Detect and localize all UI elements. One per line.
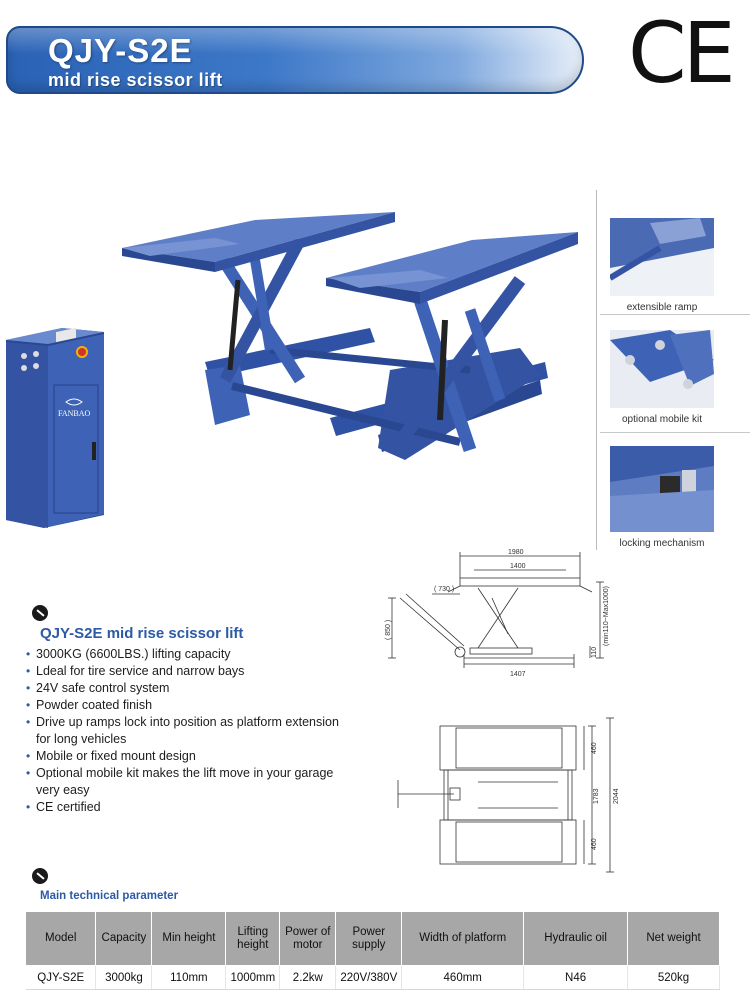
dim-min-height: 110: [591, 647, 598, 658]
table-cell: 1000mm: [225, 965, 281, 990]
detail-caption: optional mobile kit: [621, 414, 703, 425]
model-subtitle: mid rise scissor lift: [48, 70, 223, 90]
technical-parameter-table: Model Capacity Min height Lifting height…: [26, 911, 720, 990]
detail-column-divider: [596, 190, 597, 550]
column-header: Lifting height: [225, 911, 281, 966]
locking-mechanism-photo: [610, 446, 714, 532]
dim-platform-a: 460: [591, 742, 598, 754]
detail-caption: locking mechanism: [619, 538, 705, 549]
detail-locking-mechanism: locking mechanism: [600, 446, 748, 549]
features-title: QJY-S2E mid rise scissor lift: [40, 625, 244, 642]
info-icon: [32, 605, 48, 621]
dim-overall-width: 1980: [508, 549, 524, 556]
side-elevation-drawing: 1980 1400 ( 730 ) 1407 ( 850 ) (min110~M…: [385, 549, 610, 678]
model-title: QJY-S2E: [48, 32, 193, 69]
table-cell: 220V/380V: [335, 965, 403, 990]
table-cell: 460mm: [401, 965, 525, 990]
top-view-drawing: 460 460 1783 2044: [397, 717, 620, 873]
feature-list: 3000KG (6600LBS.) lifting capacity Ldeal…: [26, 646, 356, 816]
column-header: Min height: [151, 911, 227, 966]
column-header: Power supply: [335, 911, 403, 966]
scissor-lift-illustration: FANBAO: [6, 212, 578, 528]
dim-ramp: ( 730 ): [434, 586, 454, 593]
dim-platform-width: 1400: [510, 563, 526, 570]
mobile-kit-photo: [610, 330, 714, 408]
detail-mobile-kit: optional mobile kit: [600, 330, 748, 425]
list-item: Ldeal for tire service and narrow bays: [26, 663, 356, 680]
left-platform: [122, 212, 395, 272]
cabinet-brand: FANBAO: [58, 409, 91, 418]
control-cabinet: FANBAO: [6, 327, 104, 528]
dim-rise: (min110~Max1000): [603, 586, 610, 646]
right-platform: [326, 232, 578, 304]
title-banner: QJY-S2E mid rise scissor lift: [6, 26, 584, 94]
list-item: 24V safe control system: [26, 680, 356, 697]
detail-separator: [600, 432, 750, 433]
ramp-photo: [610, 218, 714, 296]
dim-height: ( 850 ): [385, 620, 392, 640]
column-header: Power of motor: [279, 911, 337, 966]
table-cell: 3000kg: [95, 965, 153, 990]
info-icon: [32, 868, 48, 884]
table-cell: 520kg: [627, 965, 720, 990]
column-header: Capacity: [95, 911, 153, 966]
list-item: CE certified: [26, 799, 356, 816]
list-item: Optional mobile kit makes the lift move …: [26, 765, 356, 799]
list-item: Mobile or fixed mount design: [26, 748, 356, 765]
dim-platform-b: 460: [591, 838, 598, 850]
list-item: 3000KG (6600LBS.) lifting capacity: [26, 646, 356, 663]
list-item: Drive up ramps lock into position as pla…: [26, 714, 356, 748]
column-header: Hydraulic oil: [523, 911, 629, 966]
ce-certification-mark: CE: [628, 4, 736, 102]
table-header-row: Model Capacity Min height Lifting height…: [26, 911, 720, 966]
right-scissor-arms: [399, 276, 526, 453]
detail-separator: [600, 314, 750, 315]
table-cell: 110mm: [151, 965, 227, 990]
detail-caption: extensible ramp: [626, 302, 698, 313]
column-header: Model: [26, 911, 97, 966]
dim-base: 1407: [510, 671, 526, 678]
column-header: Width of platform: [401, 911, 525, 966]
table-row: QJY-S2E 3000kg 110mm 1000mm 2.2kw 220V/3…: [26, 965, 720, 990]
dim-outer: 2044: [613, 788, 620, 804]
table-cell: QJY-S2E: [26, 965, 97, 990]
table-cell: N46: [523, 965, 629, 990]
param-table-title: Main technical parameter: [40, 890, 179, 902]
list-item: Powder coated finish: [26, 697, 356, 714]
left-scissor-arms: [214, 237, 306, 384]
detail-extensible-ramp: extensible ramp: [600, 218, 748, 313]
column-header: Net weight: [627, 911, 720, 966]
table-cell: 2.2kw: [279, 965, 337, 990]
dim-inner: 1783: [593, 788, 600, 804]
